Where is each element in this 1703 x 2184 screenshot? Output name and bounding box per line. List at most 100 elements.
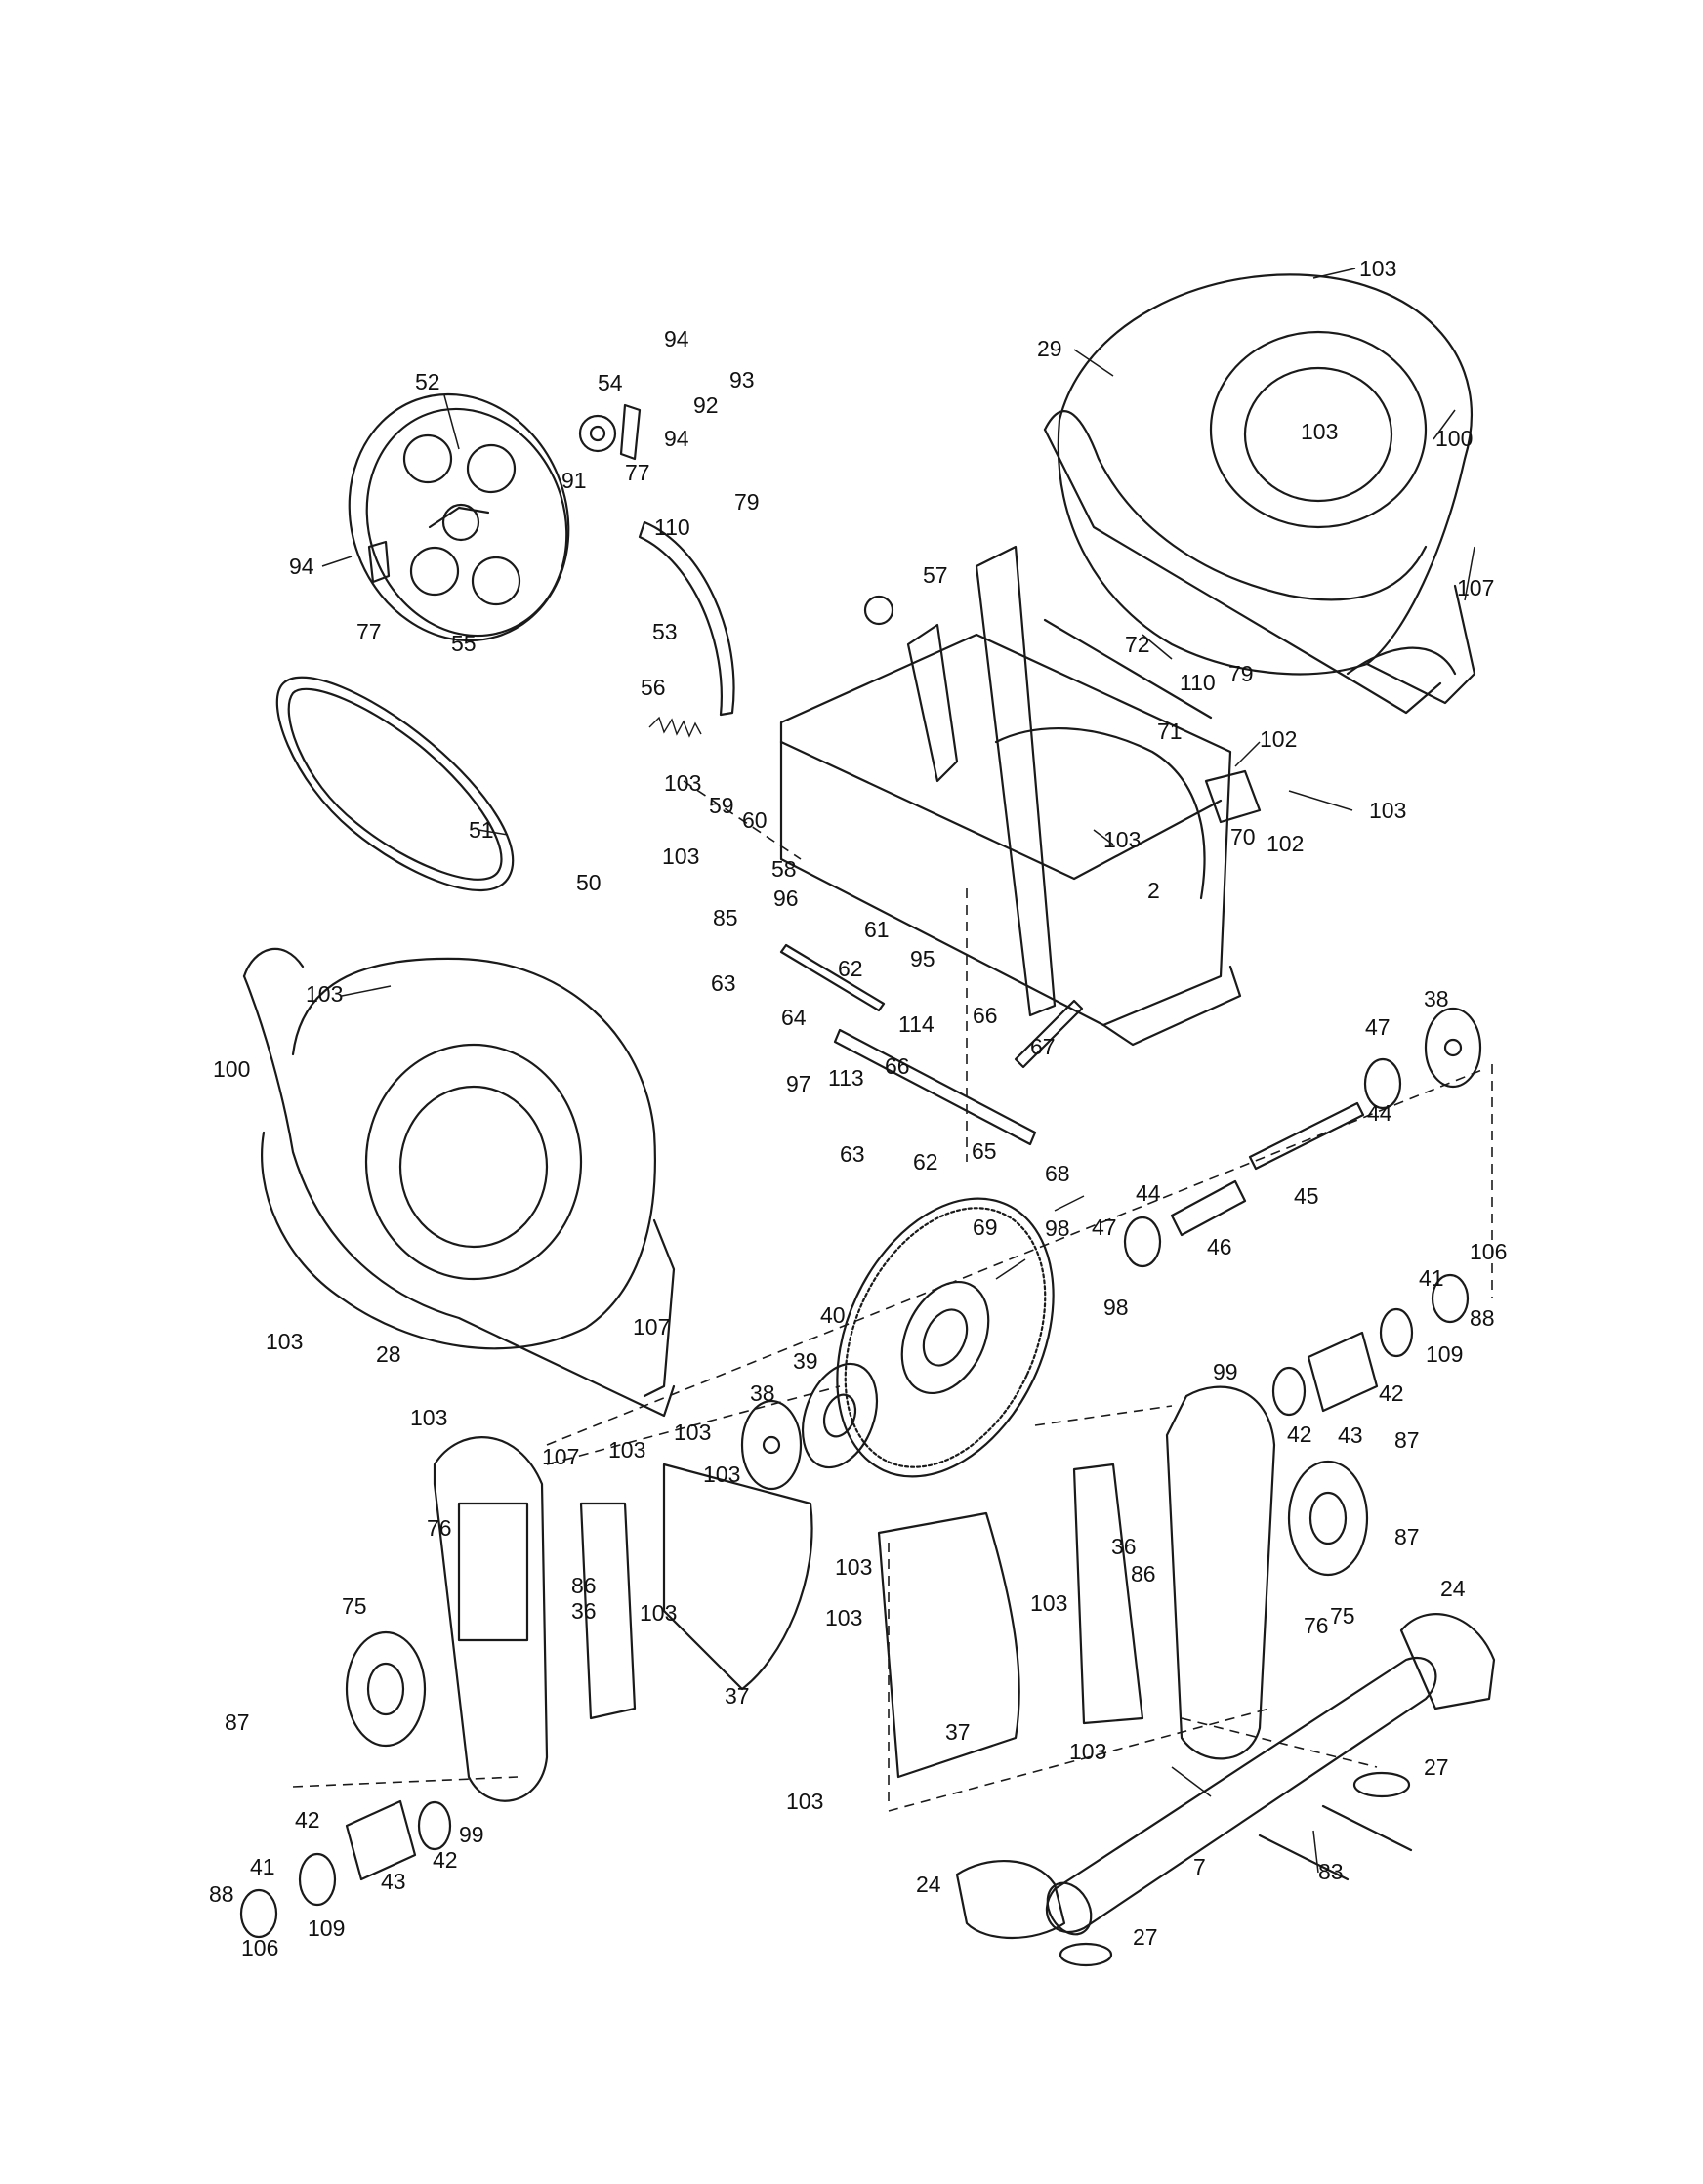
- part-label: 42: [295, 1807, 320, 1833]
- sleeve-part-43-right: [1307, 1331, 1379, 1413]
- hub-plate-part-38-lower: [740, 1399, 803, 1491]
- part-label: 103: [703, 1462, 740, 1487]
- part-label: 39: [793, 1348, 818, 1374]
- part-label: 54: [598, 370, 623, 395]
- part-label: 103: [1301, 419, 1338, 444]
- crank-part-75-right: [1287, 1460, 1369, 1577]
- upright-part-36-right: [1072, 1463, 1144, 1725]
- part-label: 102: [1267, 831, 1304, 856]
- part-label: 114: [898, 1011, 935, 1037]
- part-label: 103: [306, 981, 343, 1007]
- part-label: 36: [571, 1598, 597, 1624]
- part-label: 79: [734, 489, 760, 515]
- part-label: 59: [709, 793, 734, 818]
- part-label: 71: [1157, 719, 1183, 744]
- part-label: 87: [1394, 1427, 1420, 1453]
- part-label: 100: [1435, 426, 1473, 451]
- part-label: 113: [828, 1065, 864, 1091]
- part-label: 62: [913, 1149, 938, 1174]
- part-label: 44: [1367, 1100, 1392, 1126]
- part-label: 62: [838, 956, 863, 981]
- part-label: 102: [1260, 726, 1297, 752]
- part-label: 99: [1213, 1359, 1238, 1384]
- flywheel-part-40: [836, 1197, 1055, 1478]
- part-label: 91: [561, 468, 587, 493]
- hub-plate-part-38-upper: [1424, 1007, 1482, 1089]
- part-label: 42: [1379, 1380, 1404, 1406]
- part-label: 103: [1369, 798, 1406, 823]
- right-shroud-part-29: [1043, 273, 1476, 715]
- part-label: 103: [1030, 1590, 1067, 1616]
- disc-part-39: [802, 1362, 878, 1469]
- part-label: 85: [713, 905, 738, 930]
- part-label: 75: [342, 1593, 367, 1619]
- part-label: 95: [910, 946, 935, 971]
- part-label: 38: [1424, 986, 1449, 1011]
- part-label: 50: [576, 870, 602, 895]
- pulley-wheel-part-52: [348, 392, 570, 642]
- bracket-part-54: [578, 403, 642, 461]
- part-label: 67: [1030, 1034, 1056, 1059]
- part-label: 94: [289, 554, 314, 579]
- part-label: 29: [1037, 336, 1062, 361]
- spring-part-56: [648, 716, 702, 738]
- part-label: 92: [693, 392, 719, 418]
- link-part-65: [833, 1028, 1037, 1146]
- part-label: 88: [209, 1881, 234, 1907]
- part-label: 77: [356, 619, 382, 644]
- part-label: 66: [885, 1053, 910, 1079]
- part-label: 41: [1419, 1265, 1444, 1291]
- bracket-part-70: [1204, 769, 1262, 824]
- part-label: 98: [1103, 1295, 1129, 1320]
- part-labels: 103 29 103 100 107 94 93 92 54 94 52 91 …: [209, 256, 1507, 1960]
- spacer-part-46: [1170, 1179, 1247, 1237]
- rod-part-72: [1043, 618, 1213, 720]
- part-label: 107: [633, 1314, 670, 1339]
- leader-lines: [321, 268, 1475, 1874]
- part-label: 77: [625, 460, 650, 485]
- part-label: 75: [1330, 1603, 1355, 1628]
- part-label: 87: [225, 1710, 250, 1735]
- bearing-part-42-left-b: [298, 1852, 337, 1907]
- part-label: 52: [415, 369, 440, 394]
- stabilizer-part-7: [1045, 1657, 1437, 1936]
- bearing-part-42-right-b: [1271, 1366, 1307, 1417]
- cover-plate-part-37-left: [662, 1463, 813, 1691]
- part-label: 86: [571, 1573, 597, 1598]
- sleeve-part-43-left: [345, 1799, 417, 1881]
- shaft-part-67: [1014, 999, 1084, 1069]
- part-label: 106: [1470, 1239, 1507, 1264]
- bracket-part-77: [367, 540, 391, 584]
- part-label: 96: [773, 886, 799, 911]
- part-label: 109: [308, 1916, 345, 1941]
- part-label: 79: [1228, 661, 1254, 686]
- part-label: 36: [1111, 1534, 1137, 1559]
- foot-part-27-left: [1059, 1942, 1113, 1967]
- part-label: 41: [250, 1854, 275, 1879]
- axle-part-45: [1248, 1101, 1365, 1171]
- part-label: 24: [1440, 1576, 1466, 1601]
- end-cap-part-24-right: [1399, 1613, 1496, 1710]
- part-label: 100: [213, 1056, 250, 1082]
- part-label: 99: [459, 1822, 484, 1847]
- part-label: 103: [1103, 827, 1141, 852]
- part-label: 40: [820, 1302, 846, 1328]
- left-shroud-part-28: [242, 947, 676, 1418]
- cap-part-41-right: [1431, 1273, 1470, 1324]
- part-label: 83: [1318, 1859, 1344, 1884]
- part-label: 58: [771, 856, 797, 882]
- crank-cover-part-76-right: [1165, 1385, 1276, 1760]
- part-label: 60: [742, 807, 768, 833]
- part-label: 94: [664, 326, 689, 351]
- part-label: 87: [1394, 1524, 1420, 1549]
- part-label: 55: [451, 631, 477, 656]
- part-label: 43: [381, 1869, 406, 1894]
- part-label: 68: [1045, 1161, 1070, 1186]
- bearing-part-42-right-a: [1379, 1307, 1414, 1358]
- part-label: 76: [1304, 1613, 1329, 1638]
- part-label: 110: [1180, 670, 1216, 695]
- part-label: 103: [640, 1600, 677, 1626]
- part-label: 98: [1045, 1216, 1070, 1241]
- link-part-64: [779, 943, 886, 1012]
